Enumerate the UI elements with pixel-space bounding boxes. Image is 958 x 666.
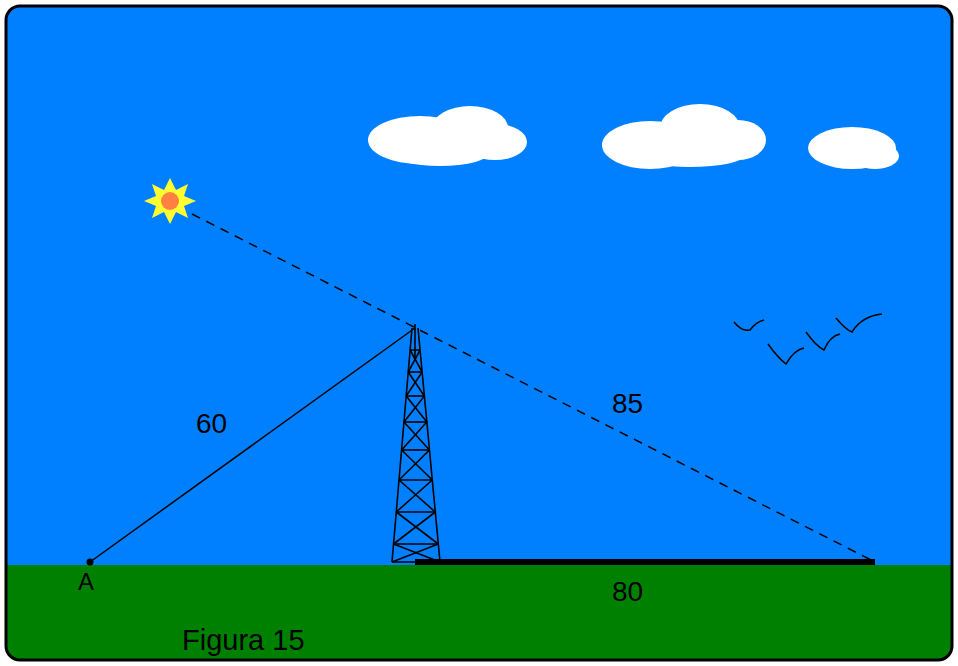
frame (6, 6, 952, 660)
sun (144, 178, 196, 224)
clouds (368, 104, 899, 169)
birds (734, 314, 882, 364)
sun-ray (192, 214, 875, 562)
shadow-line (415, 559, 875, 565)
length-label: 60 (196, 410, 227, 438)
point-label: A (78, 570, 94, 594)
length-label: 85 (612, 390, 643, 418)
scene-ground (6, 6, 952, 660)
ground (6, 565, 952, 660)
length-label: 80 (612, 578, 643, 606)
guy-wire (90, 328, 415, 562)
tower (392, 324, 440, 562)
sky (6, 6, 952, 660)
point-a (87, 559, 94, 566)
figure-caption: Figura 15 (182, 626, 305, 655)
